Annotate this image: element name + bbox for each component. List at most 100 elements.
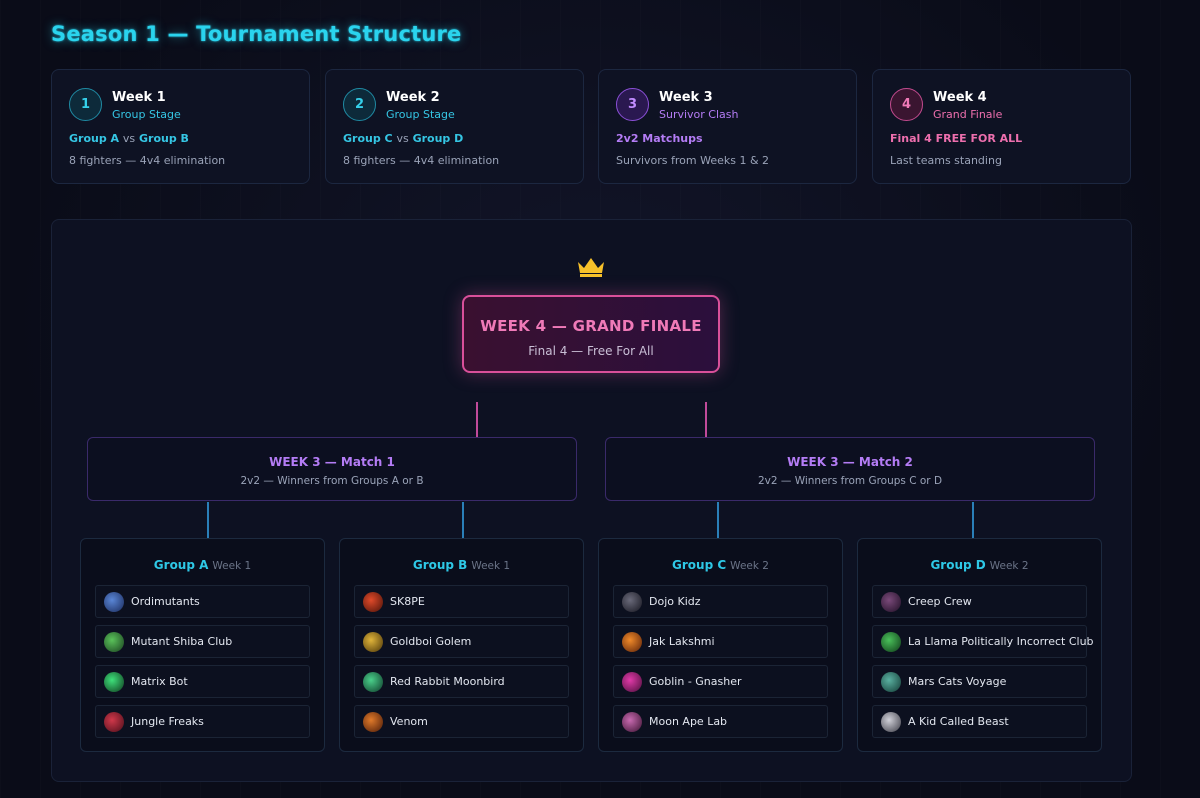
team-row[interactable]: Venom bbox=[354, 705, 569, 738]
team-name: Ordimutants bbox=[131, 595, 200, 608]
group-d-link: Group D bbox=[412, 132, 464, 145]
connector-line bbox=[207, 502, 209, 538]
team-name: SK8PE bbox=[390, 595, 425, 608]
week-card-4[interactable]: 4 Week 4 Grand Finale Final 4 FREE FOR A… bbox=[872, 69, 1131, 184]
match-title: WEEK 3 — Match 2 bbox=[787, 455, 913, 469]
week-description: Survivors from Weeks 1 & 2 bbox=[616, 154, 770, 167]
team-avatar-icon bbox=[104, 672, 124, 692]
group-week: Week 1 bbox=[471, 560, 511, 572]
team-avatar-icon bbox=[622, 592, 642, 612]
connector-line bbox=[972, 502, 974, 538]
team-row[interactable]: Goblin - Gnasher bbox=[613, 665, 828, 698]
team-row[interactable]: Dojo Kidz bbox=[613, 585, 828, 618]
connector-line bbox=[462, 502, 464, 538]
week-subtitle: Group Stage bbox=[112, 108, 181, 121]
team-avatar-icon bbox=[881, 672, 901, 692]
week-title: Week 1 bbox=[112, 90, 166, 105]
team-row[interactable]: A Kid Called Beast bbox=[872, 705, 1087, 738]
team-row[interactable]: Moon Ape Lab bbox=[613, 705, 828, 738]
grand-finale-subtitle: Final 4 — Free For All bbox=[528, 344, 654, 358]
team-name: Jungle Freaks bbox=[131, 715, 204, 728]
team-avatar-icon bbox=[104, 592, 124, 612]
team-avatar-icon bbox=[104, 712, 124, 732]
vs-text: vs bbox=[396, 132, 409, 145]
team-row[interactable]: Creep Crew bbox=[872, 585, 1087, 618]
week-subtitle: Grand Finale bbox=[933, 108, 1003, 121]
group-week: Week 2 bbox=[730, 560, 769, 572]
team-row[interactable]: SK8PE bbox=[354, 585, 569, 618]
team-row[interactable]: La Llama Politically Incorrect Club bbox=[872, 625, 1094, 658]
week-badge: 1 bbox=[69, 88, 102, 121]
team-avatar-icon bbox=[363, 632, 383, 652]
team-row[interactable]: Mutant Shiba Club bbox=[95, 625, 310, 658]
week-badge: 3 bbox=[616, 88, 649, 121]
group-week: Week 2 bbox=[989, 560, 1029, 572]
team-avatar-icon bbox=[363, 592, 383, 612]
team-row[interactable]: Ordimutants bbox=[95, 585, 310, 618]
week3-match-2[interactable]: WEEK 3 — Match 2 2v2 — Winners from Grou… bbox=[605, 437, 1095, 501]
vs-text: vs bbox=[122, 132, 136, 145]
group-name: Group C bbox=[672, 558, 727, 572]
week-badge: 4 bbox=[890, 88, 923, 121]
team-avatar-icon bbox=[104, 632, 124, 652]
team-row[interactable]: Red Rabbit Moonbird bbox=[354, 665, 569, 698]
week-matchup: Group A vs Group B bbox=[69, 132, 189, 145]
team-avatar-icon bbox=[622, 632, 642, 652]
team-name: Venom bbox=[390, 715, 428, 728]
group-week: Week 1 bbox=[212, 560, 252, 572]
week-matchup: 2v2 Matchups bbox=[616, 132, 703, 145]
team-name: Matrix Bot bbox=[131, 675, 188, 688]
team-name: Mutant Shiba Club bbox=[131, 635, 233, 648]
team-name: Red Rabbit Moonbird bbox=[390, 675, 505, 688]
group-name: Group B bbox=[412, 558, 468, 572]
connector-line bbox=[705, 402, 707, 437]
group-name: Group D bbox=[930, 558, 986, 572]
match-title: WEEK 3 — Match 1 bbox=[269, 455, 395, 469]
week-matchup: Group C vs Group D bbox=[343, 132, 463, 145]
connector-line bbox=[717, 502, 719, 538]
group-c-link: Group C bbox=[343, 132, 393, 145]
grand-finale-title: WEEK 4 — GRAND FINALE bbox=[480, 317, 702, 335]
team-avatar-icon bbox=[363, 712, 383, 732]
week-matchup: Final 4 FREE FOR ALL bbox=[890, 132, 1023, 145]
team-avatar-icon bbox=[622, 712, 642, 732]
team-row[interactable]: Mars Cats Voyage bbox=[872, 665, 1087, 698]
team-name: Goldboi Golem bbox=[390, 635, 472, 648]
grand-finale-box[interactable]: WEEK 4 — GRAND FINALE Final 4 — Free For… bbox=[462, 295, 720, 373]
crown-icon bbox=[578, 258, 604, 277]
week-title: Week 2 bbox=[386, 90, 440, 105]
team-name: La Llama Politically Incorrect Club bbox=[908, 635, 1094, 648]
team-name: Mars Cats Voyage bbox=[908, 675, 1007, 688]
week-title: Week 4 bbox=[933, 90, 987, 105]
page-title: Season 1 — Tournament Structure bbox=[51, 22, 462, 46]
week-card-2[interactable]: 2 Week 2 Group Stage Group C vs Group D … bbox=[325, 69, 584, 184]
team-avatar-icon bbox=[363, 672, 383, 692]
match-subtitle: 2v2 — Winners from Groups C or D bbox=[757, 475, 943, 487]
team-row[interactable]: Matrix Bot bbox=[95, 665, 310, 698]
team-avatar-icon bbox=[622, 672, 642, 692]
team-name: Jak Lakshmi bbox=[649, 635, 715, 648]
team-name: Moon Ape Lab bbox=[649, 715, 728, 728]
week-subtitle: Survivor Clash bbox=[659, 108, 739, 121]
team-name: Dojo Kidz bbox=[649, 595, 701, 608]
week-title: Week 3 bbox=[659, 90, 713, 105]
team-row[interactable]: Jak Lakshmi bbox=[613, 625, 828, 658]
team-name: Creep Crew bbox=[908, 595, 972, 608]
week-description: 8 fighters — 4v4 elimination bbox=[343, 154, 500, 167]
group-a-link: Group A bbox=[69, 132, 120, 145]
group-b-link: Group B bbox=[139, 132, 189, 145]
team-name: Goblin - Gnasher bbox=[649, 675, 742, 688]
week3-match-1[interactable]: WEEK 3 — Match 1 2v2 — Winners from Grou… bbox=[87, 437, 577, 501]
match-subtitle: 2v2 — Winners from Groups A or B bbox=[240, 475, 424, 487]
team-row[interactable]: Goldboi Golem bbox=[354, 625, 569, 658]
week-card-1[interactable]: 1 Week 1 Group Stage Group A vs Group B … bbox=[51, 69, 310, 184]
team-row[interactable]: Jungle Freaks bbox=[95, 705, 310, 738]
week-card-3[interactable]: 3 Week 3 Survivor Clash 2v2 Matchups Sur… bbox=[598, 69, 857, 184]
team-avatar-icon bbox=[881, 712, 901, 732]
